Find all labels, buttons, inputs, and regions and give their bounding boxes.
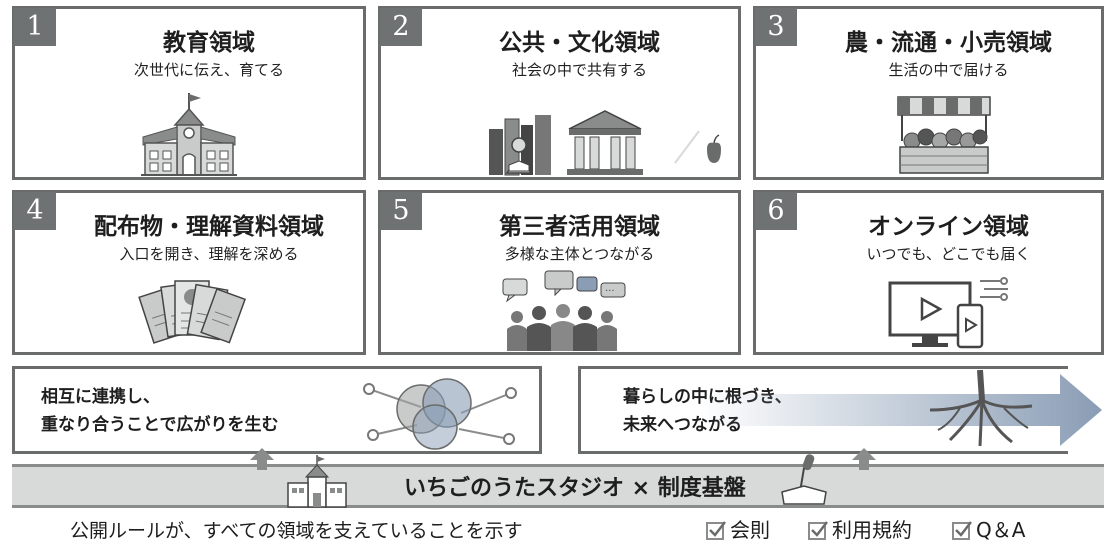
domain-number-badge: 3	[755, 8, 797, 46]
domain-card-3: 3 農・流通・小売領域 生活の中で届ける	[753, 6, 1104, 180]
domain-subtitle: 生活の中で届ける	[888, 61, 1009, 79]
people-conversation-icon: ···	[502, 270, 626, 351]
overlapping-network-icon	[363, 378, 517, 450]
market-stall-icon	[897, 96, 991, 174]
synergy-text: 相互に連携し、 重なり合うことで広がりを生む	[41, 383, 279, 439]
domain-title: 公共・文化領域	[499, 30, 660, 56]
domain-number-badge: 2	[380, 8, 422, 46]
domain-number-badge: 6	[755, 192, 797, 230]
domain-card-6: 6 オンライン領域 いつでも、どこでも届く	[753, 190, 1104, 355]
terms-link[interactable]: 利用規約	[808, 514, 912, 543]
checkbox-icon	[706, 521, 726, 540]
domain-subtitle: 多様な主体とつながる	[504, 245, 655, 263]
terms-link-label: 利用規約	[832, 518, 912, 542]
domain-subtitle: 社会の中で共有する	[511, 61, 647, 79]
tree-roots-icon	[929, 370, 1033, 447]
rules-link[interactable]: 会則	[706, 514, 770, 543]
domain-number-badge: 5	[380, 192, 422, 230]
synergy-line-2: 重なり合うことで広がりを生む	[41, 415, 279, 435]
studio-building-icon	[287, 455, 347, 508]
svg-text:···: ···	[605, 286, 615, 297]
up-arrow-icon	[852, 448, 876, 470]
domain-number-badge: 1	[14, 8, 56, 46]
domain-title: 第三者活用領域	[499, 214, 660, 240]
domain-card-2: 2 公共・文化領域 社会の中で共有する	[378, 6, 741, 180]
domain-title: 配布物・理解資料領域	[94, 214, 324, 240]
domain-subtitle: 次世代に伝え、育てる	[133, 61, 284, 79]
library-museum-icon	[489, 110, 721, 176]
domain-number-badge: 4	[14, 192, 56, 230]
footer-caption: 公開ルールが、すべての領域を支えていることを示す	[70, 520, 523, 542]
microphone-stand-icon	[781, 454, 827, 505]
checkbox-icon	[808, 521, 828, 540]
school-building-icon	[141, 93, 237, 176]
synergy-box: 相互に連携し、 重なり合うことで広がりを生む	[12, 366, 542, 454]
rules-link-label: 会則	[730, 518, 770, 542]
synergy-line-1: 相互に連携し、	[41, 387, 160, 407]
domain-title: 教育領域	[163, 30, 255, 56]
monitor-smartphone-icon	[888, 277, 1008, 349]
foundation-title: いちごのうたスタジオ × 制度基盤	[404, 476, 746, 501]
up-arrow-icon	[250, 448, 274, 470]
domain-subtitle: いつでも、どこでも届く	[866, 245, 1031, 263]
domain-subtitle: 入口を開き、理解を深める	[119, 245, 299, 263]
domain-card-1: 1 教育領域 次世代に伝え、育てる	[12, 6, 366, 180]
future-arrow-icon	[700, 374, 1102, 446]
domain-card-5: 5 第三者活用領域 多様な主体とつながる ···	[378, 190, 741, 355]
domain-card-4: 4 配布物・理解資料領域 入口を開き、理解を深める	[12, 190, 366, 355]
handout-documents-icon	[138, 280, 247, 344]
faq-link-label: Q＆A	[976, 518, 1026, 542]
domain-title: 農・流通・小売領域	[845, 30, 1052, 56]
checkbox-icon	[952, 521, 972, 540]
faq-link[interactable]: Q＆A	[952, 514, 1025, 543]
foundation-band: いちごのうたスタジオ × 制度基盤	[12, 464, 1104, 508]
domain-title: オンライン領域	[868, 214, 1029, 240]
